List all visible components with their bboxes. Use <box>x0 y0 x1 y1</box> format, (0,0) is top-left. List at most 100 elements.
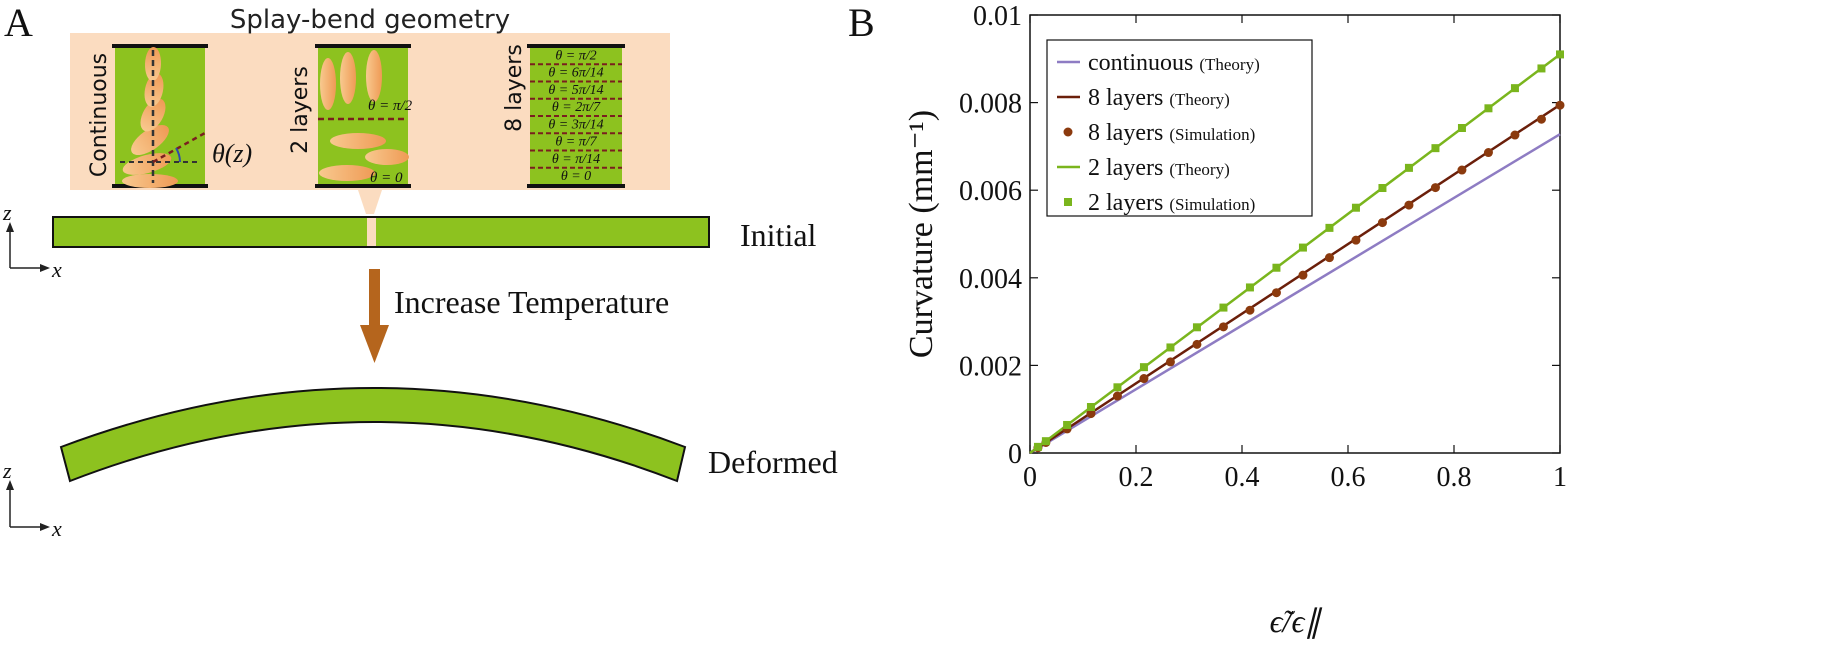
data-point <box>1192 339 1202 349</box>
data-point <box>1041 437 1050 446</box>
inset-title: Splay-bend geometry <box>230 5 510 35</box>
layer-angle-label: θ = 0 <box>561 169 591 184</box>
data-point <box>1510 130 1520 140</box>
theta-label: θ(z) <box>212 139 252 168</box>
layer-angle-label: θ = 3π/14 <box>548 117 603 132</box>
data-point <box>1537 64 1546 73</box>
data-point <box>1219 303 1228 312</box>
data-point <box>1430 183 1440 193</box>
data-point <box>1351 203 1360 212</box>
layer-angle-label: θ = 5π/14 <box>548 83 603 98</box>
molecule-ellipse <box>366 50 382 102</box>
axis-x-label: x <box>51 516 62 541</box>
data-point <box>1139 363 1148 372</box>
theta-angle-arc <box>175 147 181 163</box>
panel-a: A Splay-bend geometry θ(z) Continuous <box>2 0 838 541</box>
x-axis-label: ϵ̃/ϵ∥ <box>1270 603 1323 639</box>
data-point <box>1245 305 1255 315</box>
eight-layer-angle-labels: θ = π/2θ = 6π/14θ = 5π/14θ = 2π/7θ = 3π/… <box>548 48 603 184</box>
data-point <box>1556 50 1564 59</box>
continuous-label: Continuous <box>87 53 112 177</box>
initial-strip-highlight <box>367 218 376 246</box>
layer-angle-label: θ = 2π/7 <box>552 100 601 115</box>
initial-label: Initial <box>740 217 817 253</box>
x-tick-label: 0.4 <box>1225 462 1260 493</box>
axis-z-label: z <box>2 200 12 225</box>
y-tick-label: 0.008 <box>959 89 1022 120</box>
curvature-chart: 0 0.2 0.4 0.6 0.8 1 0 0.002 0.004 0.006 0.008 0.01 ϵ… <box>903 1 1567 639</box>
legend-swatch <box>1064 198 1072 206</box>
two-layers-label: 2 layers <box>288 66 313 154</box>
x-tick-label: 0.6 <box>1331 462 1366 493</box>
data-point <box>1033 442 1042 451</box>
y-tick-label: 0.004 <box>959 264 1022 295</box>
data-point <box>1086 403 1095 412</box>
molecule-ellipse <box>122 153 172 175</box>
molecule-ellipse <box>319 165 375 181</box>
data-point <box>1271 288 1281 298</box>
axes-icon-top: z x <box>2 200 62 282</box>
data-point <box>1536 114 1546 124</box>
eight-layers-diagram: θ = π/2θ = 6π/14θ = 5π/14θ = 2π/7θ = 3π/… <box>502 44 625 188</box>
layer-angle-label: θ = π/2 <box>555 48 596 63</box>
data-point <box>1325 223 1334 232</box>
x-tick-label: 0 <box>1023 462 1037 493</box>
molecule-ellipse <box>320 58 336 110</box>
data-point <box>1483 148 1493 158</box>
data-point <box>1404 163 1413 172</box>
y-tick-label: 0.01 <box>973 1 1022 32</box>
molecule-ellipse <box>131 124 169 156</box>
data-point <box>1457 124 1466 133</box>
legend: continuous (Theory)8 layers (Theory)8 la… <box>1046 39 1313 217</box>
molecule-ellipse <box>122 174 178 188</box>
two-layers-top-angle: θ = π/2 <box>368 98 413 114</box>
data-point <box>1139 374 1149 384</box>
data-point <box>1245 283 1254 292</box>
eight-layers-label: 8 layers <box>502 44 527 132</box>
director-dashed-line <box>152 131 206 164</box>
data-point <box>1113 383 1122 392</box>
data-point <box>1218 322 1228 332</box>
data-point <box>1298 243 1307 252</box>
legend-box <box>1046 39 1313 217</box>
molecule-ellipse <box>330 133 386 149</box>
data-point <box>1404 200 1414 210</box>
data-point <box>1378 184 1387 193</box>
axes-icon-bottom: z x <box>2 458 62 541</box>
eight-layer-interfaces <box>530 63 622 169</box>
axis-x-label: x <box>51 257 62 282</box>
panel-b: B 0 0.2 0.4 0.6 0.8 1 0 0.002 0.004 0.006 0.008 0.0… <box>848 0 1567 639</box>
data-point <box>1063 420 1072 429</box>
molecule-ellipse <box>365 149 409 165</box>
legend-label: continuous (Theory) <box>1088 50 1260 76</box>
layer-angle-label: θ = π/7 <box>555 135 597 150</box>
layer-angle-label: θ = π/14 <box>552 152 600 167</box>
data-point <box>1192 323 1201 332</box>
y-tick-label: 0 <box>1008 439 1022 470</box>
data-point <box>1272 263 1281 272</box>
two-layers-bottom-angle: θ = 0 <box>370 170 403 186</box>
callout-wedge <box>358 190 382 214</box>
data-point <box>1457 165 1467 175</box>
y-tick-label: 0.002 <box>959 351 1022 382</box>
data-point <box>1298 270 1308 280</box>
x-tick-label: 0.2 <box>1119 462 1154 493</box>
data-point <box>1112 391 1122 401</box>
x-tick-label: 1 <box>1553 462 1567 493</box>
data-point <box>1510 84 1519 93</box>
data-point <box>1351 235 1361 245</box>
axis-z-label: z <box>2 458 12 483</box>
deformed-label: Deformed <box>708 444 838 480</box>
panel-b-label: B <box>848 0 875 45</box>
x-tick-label: 0.8 <box>1437 462 1472 493</box>
y-tick-label: 0.006 <box>959 176 1022 207</box>
legend-label: 8 layers (Theory) <box>1088 85 1230 111</box>
data-point <box>1086 409 1096 419</box>
data-point <box>1165 357 1175 367</box>
molecule-ellipse <box>340 52 356 104</box>
legend-label: 2 layers (Simulation) <box>1088 190 1255 216</box>
plot-frame <box>1029 14 1561 454</box>
y-axis-label: Curvature (mm⁻¹) <box>903 110 940 358</box>
legend-label: 2 layers (Theory) <box>1088 155 1230 181</box>
